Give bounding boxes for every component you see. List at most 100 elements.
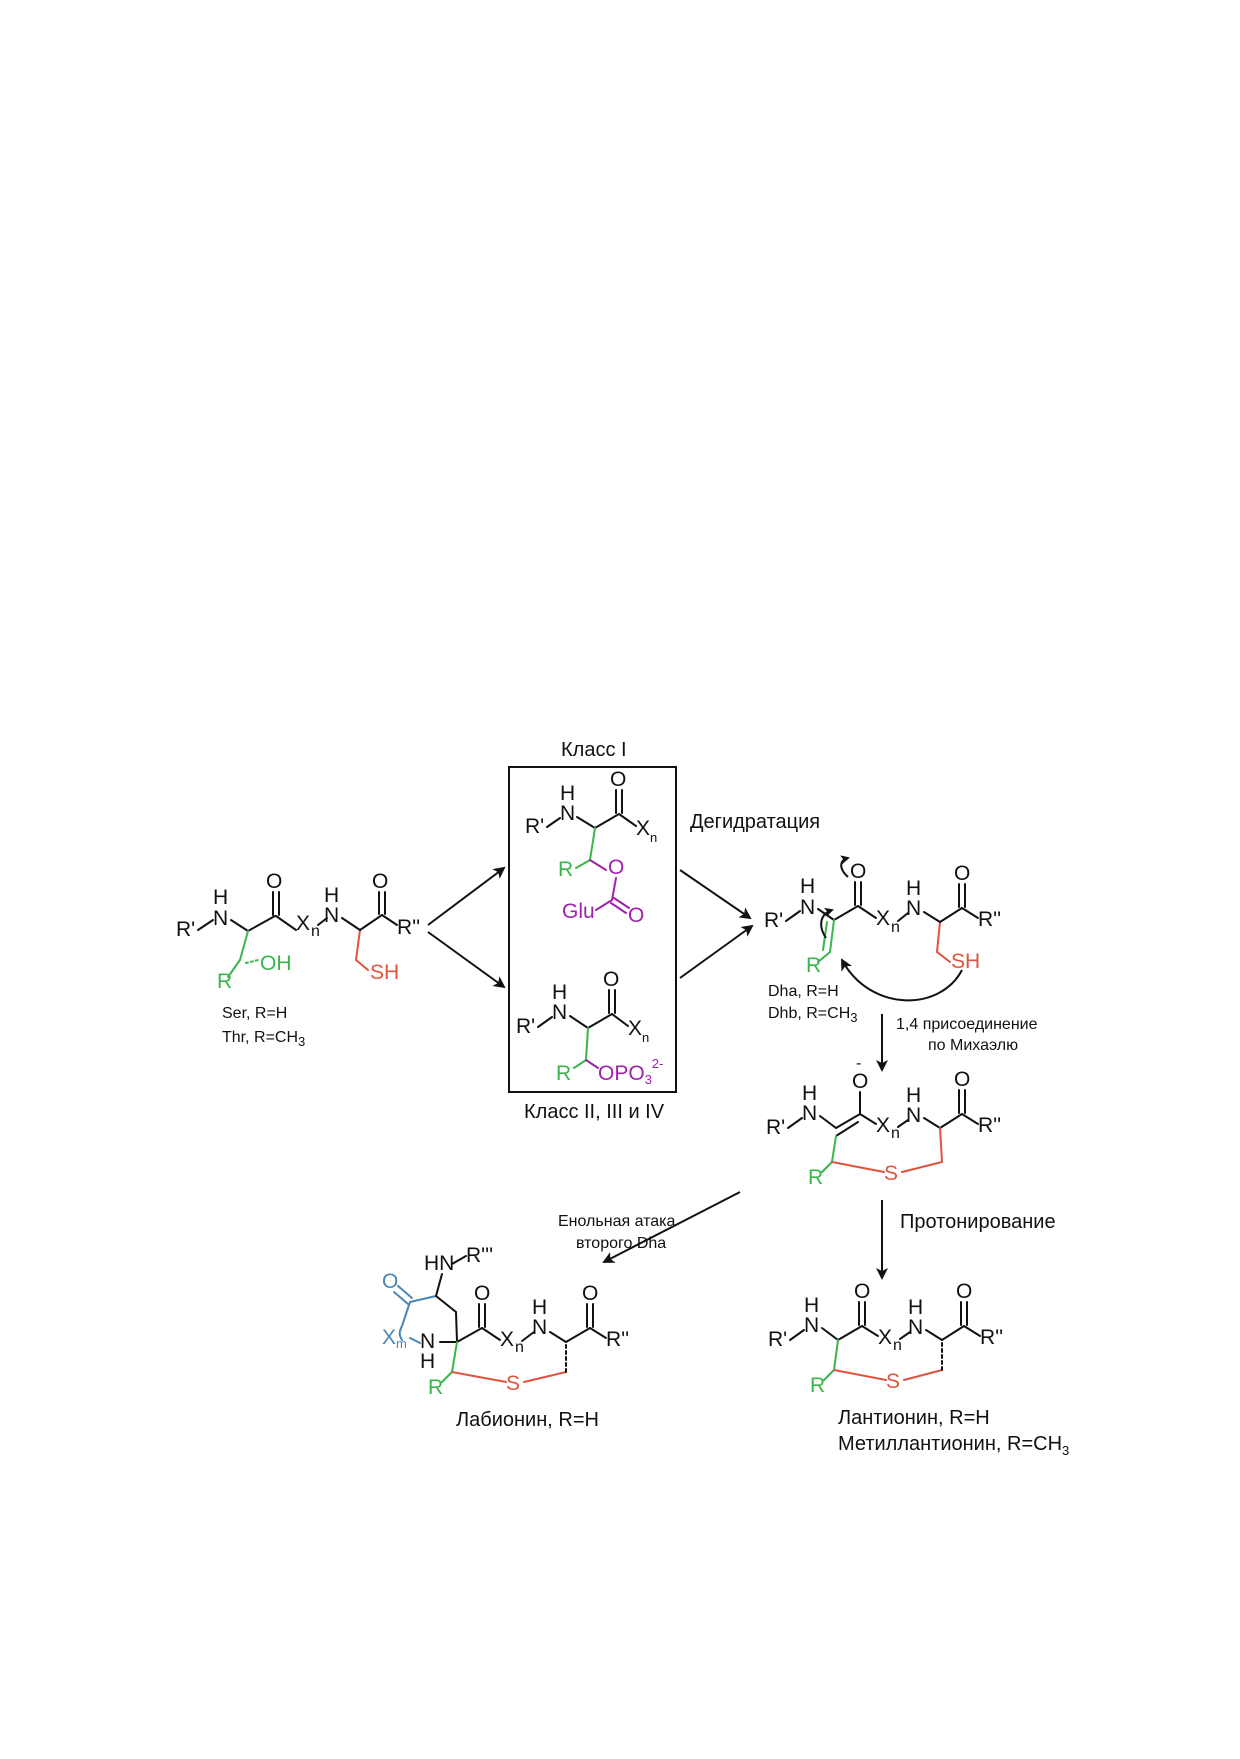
n-label: N (420, 1330, 435, 1353)
n-subscript: n (893, 1337, 902, 1354)
x-label: X (636, 817, 650, 840)
h-label: H (906, 1084, 921, 1107)
n-label: N (906, 1104, 921, 1127)
sulfur-label: S (506, 1372, 520, 1395)
n-label: N (800, 896, 815, 919)
o-label: O (852, 1070, 868, 1093)
hydroxyl-label: OH (260, 952, 292, 975)
o-label: O (382, 1270, 398, 1293)
r-prime-label: R' (766, 1116, 785, 1139)
r-label: R (558, 858, 573, 881)
h-label: H (213, 886, 228, 909)
h-label: H (908, 1296, 923, 1319)
o-label: O (956, 1280, 972, 1303)
h-label: H (532, 1296, 547, 1319)
x-label: X (296, 912, 310, 935)
r-prime-label: R' (764, 909, 783, 932)
o-label: O (474, 1282, 490, 1305)
h-label: H (420, 1350, 435, 1373)
ser-caption: Ser, R=H (222, 1005, 287, 1022)
n-label: N (906, 897, 921, 920)
o-label: O (603, 968, 619, 991)
h-label: H (560, 782, 575, 805)
class234-label: Класс II, III и IV (524, 1101, 665, 1123)
arrow-to-class1 (427, 866, 506, 926)
dhb-caption: Dhb, R=CH3 (768, 1005, 857, 1025)
class1-label: Класс I (561, 739, 627, 761)
starting-peptide: R' H N R OH O X n H N SH O R'' Ser, R=H … (176, 870, 420, 1049)
lanthionin-caption: Лантионин, R=H (838, 1407, 990, 1429)
o-label: O (628, 904, 644, 927)
michael-label-line2: по Михаэлю (928, 1037, 1018, 1054)
o-label: O (854, 1280, 870, 1303)
o-label: O (582, 1282, 598, 1305)
thr-caption: Thr, R=CH3 (222, 1029, 305, 1049)
r-label: R (806, 954, 821, 977)
x-label: X (876, 1114, 890, 1137)
h-label: H (804, 1294, 819, 1317)
n-label: N (560, 802, 575, 825)
enol-label-line1: Енольная атака (558, 1213, 676, 1230)
x-label: X (628, 1017, 642, 1040)
o-label: O (610, 768, 626, 791)
phosphate-label: OPO32- (598, 1056, 663, 1087)
r-double-prime-label: R'' (978, 1114, 1001, 1137)
electron-push-arrow (840, 855, 850, 878)
thiol-label: SH (370, 961, 399, 984)
enolate-intermediate: R' N H O - X n H N O R'' R S (766, 1055, 1001, 1189)
r-prime-label: R' (768, 1328, 787, 1351)
n-label: N (802, 1102, 817, 1125)
h-label: H (802, 1082, 817, 1105)
arrow-from-class234 (679, 924, 754, 979)
lanthionin-product: R' H N O X n H N O R'' R S Лантионин, R=… (768, 1280, 1069, 1458)
x-label: X (500, 1328, 514, 1351)
n-subscript: n (891, 1125, 900, 1142)
r-label: R (428, 1376, 443, 1399)
o-label: O (266, 870, 282, 893)
labionin-product: HN R''' O Xm N H O X n H N O R'' (382, 1244, 629, 1431)
michael-label-line1: 1,4 присоединение (896, 1016, 1038, 1033)
x-label: X (876, 907, 890, 930)
r-double-prime-label: R'' (606, 1328, 629, 1351)
h-label: H (552, 981, 567, 1004)
r-label: R (556, 1062, 571, 1085)
r-double-prime-label: R'' (980, 1326, 1003, 1349)
r-double-prime-label: R'' (397, 916, 420, 939)
o-label: O (954, 862, 970, 885)
thiol-attack-arrow (841, 958, 963, 1002)
arrow-to-class234 (427, 931, 506, 989)
arrow-from-class1 (679, 869, 752, 920)
n-label: N (552, 1001, 567, 1024)
glu-label: Glu (562, 900, 595, 923)
r-prime-label: R' (176, 918, 195, 941)
r-prime-label: R' (525, 815, 544, 838)
dehydration-label: Дегидратация (690, 811, 820, 833)
dha-caption: Dha, R=H (768, 983, 839, 1000)
xm-label: Xm (382, 1326, 407, 1351)
r-prime-label: R' (516, 1015, 535, 1038)
labionin-caption: Лабионин, R=H (456, 1409, 599, 1431)
n-label: N (324, 904, 339, 927)
n-label: N (804, 1314, 819, 1337)
x-label: X (878, 1326, 892, 1349)
class-frame (508, 766, 677, 1093)
protonation-label: Протонирование (900, 1211, 1056, 1233)
r-label: R (217, 970, 232, 993)
methyllanthionin-caption: Метиллантионин, R=CH3 (838, 1433, 1069, 1458)
enol-label-line2: второго Dha (576, 1235, 666, 1252)
thiol-label: SH (951, 950, 980, 973)
n-subscript: n (515, 1339, 524, 1356)
n-label: N (908, 1316, 923, 1339)
hn-label: HN (424, 1252, 454, 1275)
n-subscript: n (311, 923, 320, 940)
h-label: H (800, 875, 815, 898)
r-double-prime-label: R'' (978, 908, 1001, 931)
electron-push-arrow (820, 907, 834, 939)
h-label: H (906, 877, 921, 900)
n-subscript: n (891, 919, 900, 936)
o-label: O (372, 870, 388, 893)
o-label: O (954, 1068, 970, 1091)
negative-charge: - (856, 1055, 861, 1072)
